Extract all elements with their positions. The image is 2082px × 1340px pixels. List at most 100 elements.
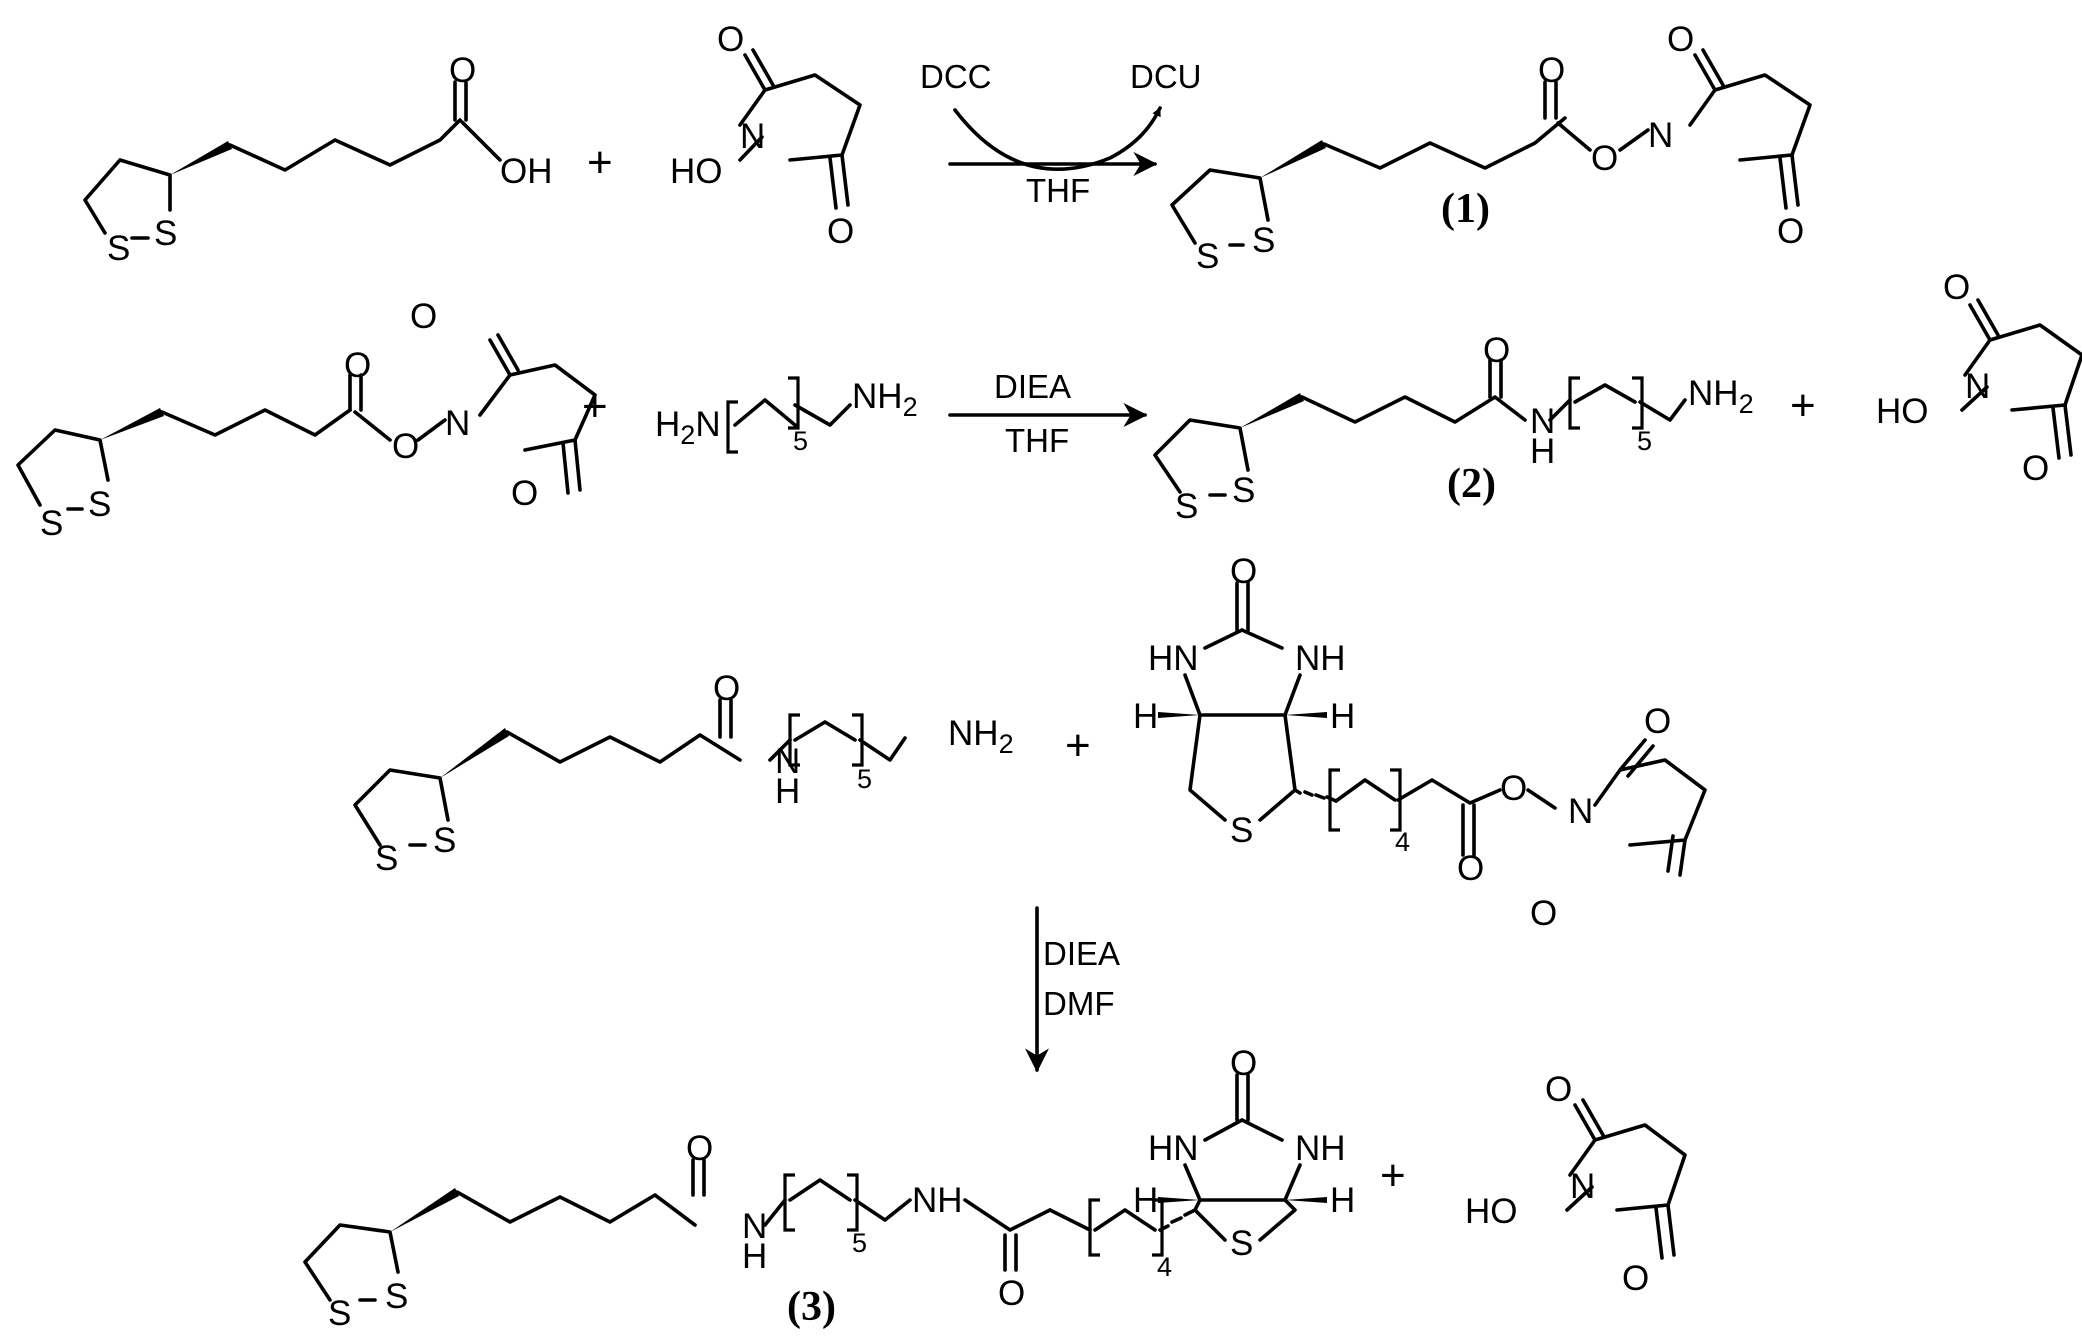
carbonyl-oxygen: O [1545, 1070, 1572, 1109]
carbonyl-oxygen: O [1538, 51, 1565, 90]
repeat-count: 5 [793, 426, 808, 456]
compound-3-structure: 5 4 S S O N H NH O O HN NH H H S (3) [303, 1044, 1355, 1333]
ester-oxygen: O [392, 427, 419, 466]
hydroxyl-label: HO [1876, 392, 1929, 431]
bridgehead-hydrogen: H [1133, 1181, 1158, 1220]
bridgehead-hydrogen: H [1133, 697, 1158, 736]
compound-label-1: (1) [1441, 186, 1490, 232]
n-hydroxysuccinimide: O O N HO [670, 20, 862, 251]
compound-2-reactant: 5 S S O N H NH2 [353, 669, 1014, 878]
carbonyl-oxygen: O [1644, 702, 1671, 741]
nitrogen-atom: N [1648, 116, 1673, 155]
carbonyl-oxygen: O [1230, 1044, 1257, 1083]
amine-label: H2N [655, 405, 721, 450]
amine-label: NH2 [852, 377, 918, 422]
carbonyl-oxygen: O [449, 51, 476, 90]
solvent-dmf: DMF [1043, 985, 1114, 1022]
plus-sign: + [587, 138, 613, 187]
amide-hydrogen: H [1530, 432, 1555, 471]
sulfur-atom: S [375, 839, 398, 878]
carbonyl-oxygen: O [511, 474, 538, 513]
compound-1-reactant: S S O O N O O [16, 297, 597, 543]
reaction-arrow-1: DCC DCU THF [920, 58, 1202, 209]
solvent-thf: THF [1005, 422, 1069, 459]
carbonyl-oxygen: O [1230, 552, 1257, 591]
bridgehead-hydrogen: H [1330, 1181, 1355, 1220]
amide-nitrogen: N [775, 742, 800, 781]
carbonyl-oxygen: O [344, 346, 371, 385]
sulfur-atom: S [1196, 237, 1219, 276]
imide-nh: HN [1148, 1129, 1199, 1168]
hydroxyl-label: OH [500, 152, 553, 191]
n-hydroxysuccinimide: O O N HO [1465, 1070, 1687, 1298]
lipoic-acid: S S O OH [83, 51, 553, 268]
sulfur-atom: S [1230, 811, 1253, 850]
amine-label: NH2 [1688, 374, 1754, 419]
carbonyl-oxygen: O [2022, 449, 2049, 488]
amide-nh: NH [912, 1181, 963, 1220]
hydroxyl-label: HO [1465, 1192, 1518, 1231]
nitrogen-atom: N [1965, 367, 1990, 406]
amine-label: NH2 [948, 714, 1014, 759]
sulfur-atom: S [1230, 1224, 1253, 1263]
ester-oxygen: O [1500, 769, 1527, 808]
hydroxyl-label: HO [670, 152, 723, 191]
sulfur-atom: S [154, 214, 177, 253]
imide-nh: NH [1295, 639, 1346, 678]
imide-nh: HN [1148, 639, 1199, 678]
amide-nitrogen: N [1530, 402, 1555, 441]
ester-oxygen: O [1591, 139, 1618, 178]
carbonyl-oxygen: O [686, 1129, 713, 1168]
sulfur-atom: S [107, 229, 130, 268]
n-hydroxysuccinimide: O O N HO [1876, 268, 2082, 488]
byproduct-dcu: DCU [1130, 58, 1202, 95]
carbonyl-oxygen: O [1943, 268, 1970, 307]
compound-label-3: (3) [787, 1284, 836, 1330]
sulfur-atom: S [433, 821, 456, 860]
sulfur-atom: S [328, 1294, 351, 1333]
sulfur-atom: S [1232, 471, 1255, 510]
sulfur-atom: S [88, 485, 111, 524]
compound-2-structure: 5 S S O N H NH2 (2) [1153, 331, 1754, 526]
hexamethylenediamine: H2N 5 NH2 [655, 376, 918, 456]
repeat-count: 4 [1157, 1252, 1172, 1282]
carbonyl-oxygen: O [1777, 212, 1804, 251]
imide-nh: NH [1295, 1129, 1346, 1168]
carbonyl-oxygen: O [410, 297, 437, 336]
repeat-count: 5 [852, 1228, 867, 1258]
sulfur-atom: S [40, 504, 63, 543]
carbonyl-oxygen: O [713, 669, 740, 708]
repeat-count: 4 [1395, 827, 1410, 857]
carbonyl-oxygen: O [717, 20, 744, 59]
bridgehead-hydrogen: H [1330, 697, 1355, 736]
sulfur-atom: S [1252, 221, 1275, 260]
carbonyl-oxygen: O [1667, 20, 1694, 59]
reaction-arrow-2: DIEA THF [948, 368, 1148, 459]
plus-sign: + [582, 382, 608, 431]
repeat-count: 5 [1637, 426, 1652, 456]
reagent-diea: DIEA [1043, 935, 1120, 972]
plus-sign: + [1380, 1151, 1406, 1200]
carbonyl-oxygen: O [827, 212, 854, 251]
biotin-nhs-ester: 4 O HN NH H H S O O N O O [1133, 552, 1707, 933]
amide-hydrogen: H [775, 772, 800, 811]
plus-sign: + [1065, 721, 1091, 770]
sulfur-atom: S [385, 1277, 408, 1316]
reagent-diea: DIEA [994, 368, 1071, 405]
nitrogen-atom: N [445, 404, 470, 443]
amide-hydrogen: H [742, 1237, 767, 1276]
carbonyl-oxygen: O [1530, 894, 1557, 933]
nitrogen-atom: N [1570, 1167, 1595, 1206]
carbonyl-oxygen: O [1457, 849, 1484, 888]
carbonyl-oxygen: O [1622, 1259, 1649, 1298]
carbonyl-oxygen: O [998, 1274, 1025, 1313]
solvent-thf: THF [1026, 172, 1090, 209]
compound-label-2: (2) [1447, 461, 1496, 507]
nitrogen-atom: N [740, 117, 765, 156]
reagent-dcc: DCC [920, 58, 992, 95]
nitrogen-atom: N [1568, 792, 1593, 831]
carbonyl-oxygen: O [1483, 331, 1510, 370]
compound-1-structure: S S O O N O O (1) [1170, 20, 1812, 276]
plus-sign: + [1790, 381, 1816, 430]
reaction-arrow-3: DIEA DMF [1025, 906, 1120, 1073]
